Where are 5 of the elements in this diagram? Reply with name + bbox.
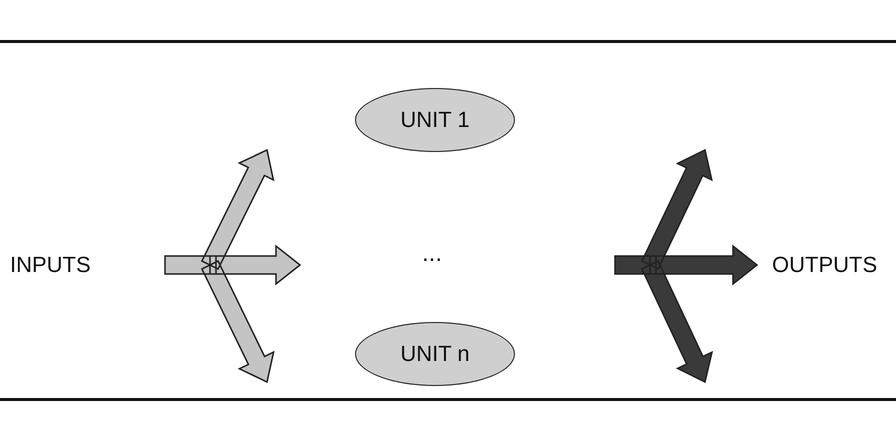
- node-label: OUTPUTS: [772, 252, 878, 278]
- ellipsis-text: ...: [422, 240, 442, 268]
- node-label: INPUTS: [10, 252, 91, 278]
- unit-ellipse: UNIT n: [355, 322, 515, 386]
- unit-ellipse: UNIT 1: [355, 88, 515, 152]
